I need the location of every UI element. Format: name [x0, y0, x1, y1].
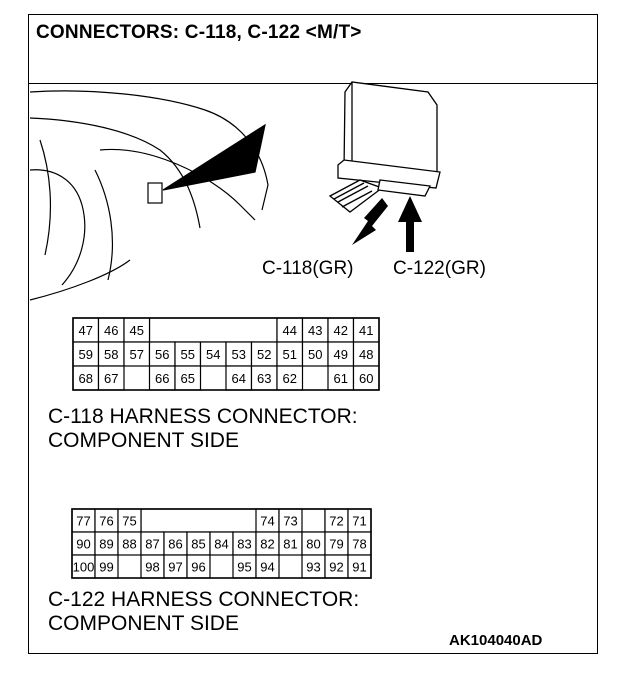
- c118-pin-number: 58: [104, 347, 118, 362]
- c118-location-label: C-118(GR): [262, 258, 354, 279]
- c118-pin-cell: [123, 341, 151, 367]
- reference-code: AK104040AD: [449, 632, 543, 649]
- c122-pin-number: 79: [329, 537, 343, 552]
- c122-pin-number: 87: [145, 537, 159, 552]
- c118-pin-cell: [276, 317, 304, 343]
- c122-pin-number: 89: [99, 537, 113, 552]
- c122-pin-number: 72: [329, 514, 343, 529]
- c118-pin-number: 47: [79, 323, 93, 338]
- c122-pin-number: 100: [73, 560, 95, 575]
- diagram-frame: [28, 14, 598, 654]
- c122-pin-number: 85: [191, 537, 205, 552]
- c122-pin-number: 88: [122, 537, 136, 552]
- c122-caption-line2: COMPONENT SIDE: [48, 612, 239, 635]
- c118-pin-cell: [327, 365, 355, 391]
- c118-lock-notch: [148, 317, 278, 343]
- c118-pin-number: 50: [308, 347, 322, 362]
- control-unit-illustration: [328, 81, 441, 213]
- c118-caption-line1: C-118 HARNESS CONNECTOR:: [48, 405, 358, 428]
- c122-connector-outline: [71, 508, 372, 579]
- c122-pin-number: 77: [76, 514, 90, 529]
- c122-pin-number: 97: [168, 560, 182, 575]
- page-title: CONNECTORS: C-118, C-122 <M/T>: [36, 22, 362, 43]
- c118-pin-number: 64: [232, 371, 246, 386]
- c118-pin-number: 63: [257, 371, 271, 386]
- c122-pin-number: 91: [352, 560, 366, 575]
- c118-pin-cell: [352, 317, 380, 343]
- c118-pin-cell: [301, 341, 329, 367]
- c118-pin-number: 52: [257, 347, 271, 362]
- c118-pin-number: 62: [283, 371, 297, 386]
- c118-pin-number: 54: [206, 347, 220, 362]
- c122-pin-number: 98: [145, 560, 159, 575]
- c118-pin-cell: [97, 341, 125, 367]
- c118-pin-cell: [276, 341, 304, 367]
- c122-pin-number: 76: [99, 514, 113, 529]
- ecu-location-marker: [147, 123, 266, 204]
- c118-pin-cell: [97, 365, 125, 391]
- c118-connector-outline: [72, 317, 380, 391]
- c118-pin-number: 44: [283, 323, 297, 338]
- c118-pin-number: 41: [359, 323, 373, 338]
- c118-pin-number: 68: [79, 371, 93, 386]
- c122-pin-number: 78: [352, 537, 366, 552]
- c118-pin-cell: [276, 365, 304, 391]
- c122-pin-number: 99: [99, 560, 113, 575]
- c118-pin-number: 51: [283, 347, 297, 362]
- c118-pin-number: 46: [104, 323, 118, 338]
- c122-connector-grid: 77 76 75 74 73 72 71 90 89 88 87 86 85 84 83 82 81 80 79 78…: [71, 508, 372, 579]
- c118-caption-line2: COMPONENT SIDE: [48, 429, 239, 452]
- c118-pin-number: 53: [232, 347, 246, 362]
- c118-pin-number: 48: [359, 347, 373, 362]
- c122-pin-number: 94: [260, 560, 274, 575]
- c118-pin-number: 56: [155, 347, 169, 362]
- c122-pin-number: 93: [306, 560, 320, 575]
- c118-pin-number: 65: [181, 371, 195, 386]
- dashboard-illustration: [29, 90, 269, 301]
- c122-pin-number: 84: [214, 537, 228, 552]
- c118-pin-number: 42: [334, 323, 348, 338]
- c122-pin-number: 81: [283, 537, 297, 552]
- c122-pin-number: 96: [191, 560, 205, 575]
- title-band: [28, 14, 598, 84]
- c118-pin-number: 55: [181, 347, 195, 362]
- c122-pin-number: 95: [237, 560, 251, 575]
- c118-pin-number: 43: [308, 323, 322, 338]
- c118-pin-number: 49: [334, 347, 348, 362]
- c122-pin-number: 86: [168, 537, 182, 552]
- c122-pin-number: 83: [237, 537, 251, 552]
- c118-pin-cell: [148, 365, 176, 391]
- c118-pin-cell: [301, 317, 329, 343]
- c118-pin-cell: [174, 341, 202, 367]
- c122-caption-line1: C-122 HARNESS CONNECTOR:: [48, 588, 360, 611]
- c118-pin-number: 60: [359, 371, 373, 386]
- c122-pin-number: 75: [122, 514, 136, 529]
- c118-connector-grid: 47 46 45 44 43 42 41 59 58 57 56 55 54 53 52 51 50 49 48 68…: [72, 317, 380, 391]
- c118-pin-number: 67: [104, 371, 118, 386]
- c122-pin-number: 71: [352, 514, 366, 529]
- c122-pin-number: 80: [306, 537, 320, 552]
- c122-pin-number: 73: [283, 514, 297, 529]
- c118-pin-number: 61: [334, 371, 348, 386]
- c122-pin-number: 92: [329, 560, 343, 575]
- c118-pin-number: 45: [130, 323, 144, 338]
- c122-pin-number: 90: [76, 537, 90, 552]
- c122-pin-number: 82: [260, 537, 274, 552]
- c118-pin-number: 66: [155, 371, 169, 386]
- c118-pin-number: 57: [130, 347, 144, 362]
- connector-arrows: [352, 196, 422, 252]
- c118-pin-cell: [148, 341, 176, 367]
- c122-pin-number: 74: [260, 514, 274, 529]
- c118-pin-cell: [199, 341, 227, 367]
- c122-location-label: C-122(GR): [393, 258, 486, 279]
- c118-pin-number: 59: [79, 347, 93, 362]
- c118-pin-cell: [174, 365, 202, 391]
